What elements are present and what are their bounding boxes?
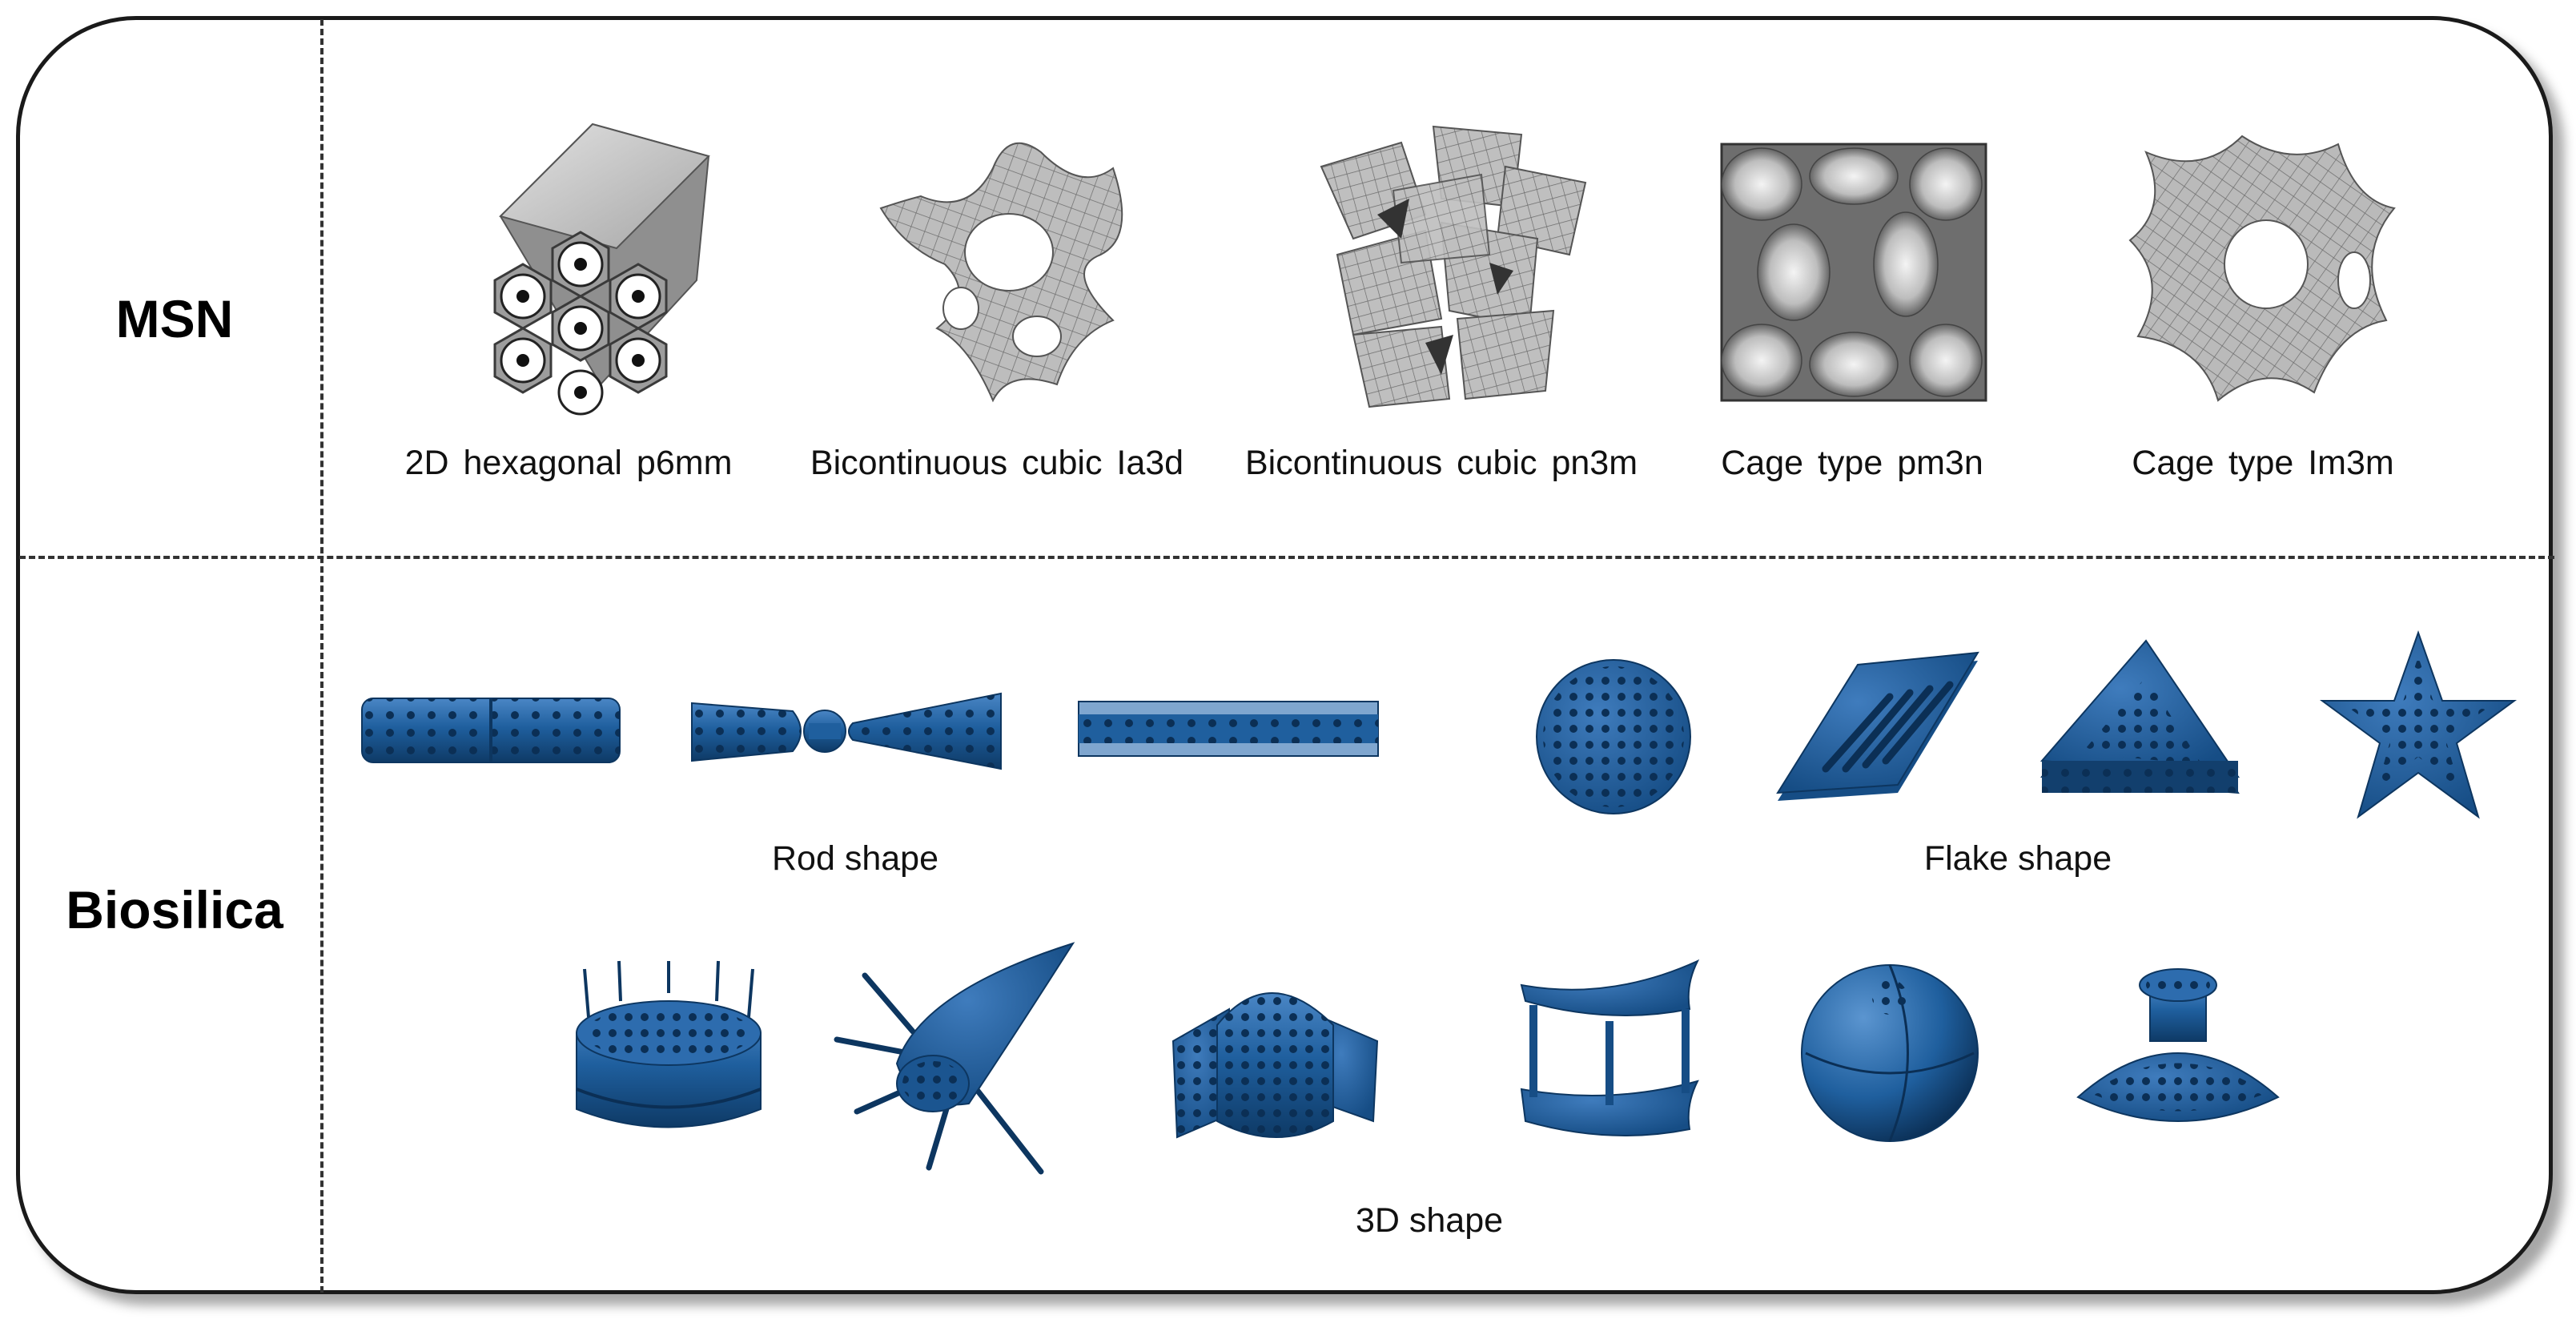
- rod-shape-label: Rod shape: [772, 839, 938, 878]
- flake-shape-label: Flake shape: [1923, 839, 2112, 878]
- caption-bicontinuous-pn3m: Bicontinuous cubic pn3m: [1244, 444, 1638, 482]
- rod-shape-perforated-cylinder: [361, 698, 621, 763]
- rod-shape-dumbbell: [691, 692, 1002, 770]
- 3d-shape-perforated-cylinder-cage: [1171, 992, 1379, 1139]
- row-divider: [19, 556, 2554, 559]
- caption-cage-im3m: Cage type Im3m: [2132, 444, 2394, 482]
- caption-bicontinuous-ia3d: Bicontinuous cubic Ia3d: [810, 444, 1184, 482]
- cage-im3m-model: [2128, 135, 2396, 402]
- 3d-shape-spiked-cone: [834, 942, 1075, 1175]
- caption-hexagonal-p6mm: 2D hexagonal p6mm: [404, 444, 733, 482]
- 3d-shape-label: 3D shape: [1355, 1201, 1504, 1240]
- flake-shape-rhombus: [1776, 651, 1979, 801]
- flake-shape-star: [2319, 629, 2518, 819]
- bicontinuous-pn3m-model: [1320, 125, 1587, 408]
- cage-pm3n-model: [1720, 143, 1987, 402]
- 3d-shape-crowned-cylinder: [576, 960, 762, 1128]
- rod-shape-tube: [1078, 701, 1379, 757]
- bicontinuous-ia3d-model: [879, 142, 1123, 403]
- biosilica-row-label: Biosilica: [66, 880, 283, 939]
- 3d-shape-mushroom: [2076, 968, 2280, 1122]
- msn-row-label: MSN: [115, 289, 234, 348]
- caption-cage-pm3n: Cage type pm3n: [1721, 444, 1983, 482]
- column-divider: [320, 19, 324, 1293]
- 3d-shape-cubic-frame: [1520, 959, 1700, 1136]
- flake-shape-disc: [1536, 659, 1691, 814]
- flake-shape-triangle: [2040, 639, 2240, 794]
- hexagonal-p6mm-model: [493, 123, 710, 416]
- 3d-shape-sphere: [1801, 964, 1979, 1142]
